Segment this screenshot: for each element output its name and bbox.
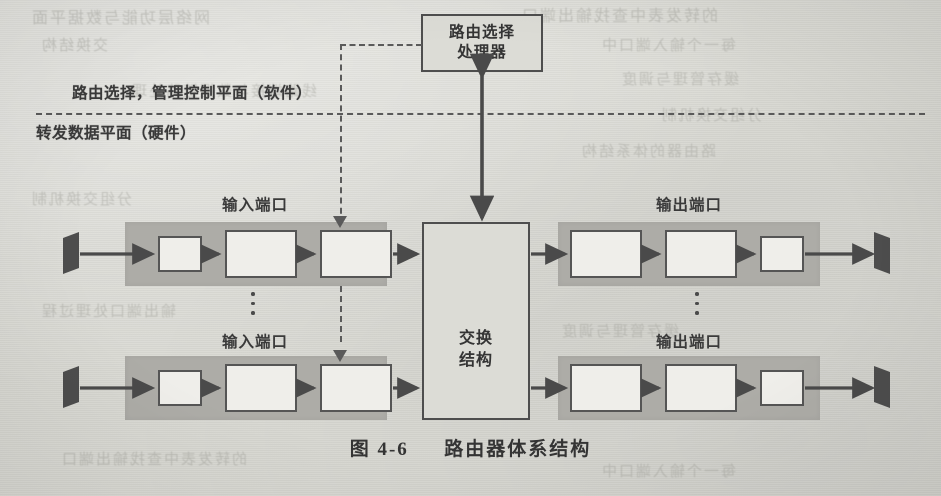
output-datalink-processing-row1[interactable] [665, 230, 737, 278]
control-path-vertical-dashed-row1 [340, 44, 342, 224]
control-path-horizontal-dashed [340, 44, 422, 46]
output-datalink-processing-row2[interactable] [665, 364, 737, 412]
output-ports-label-row1: 输出端口 [655, 197, 722, 214]
output-queueing-row2[interactable] [570, 364, 642, 412]
output-line-termination-row2[interactable] [760, 370, 804, 406]
input-datalink-processing-row2[interactable] [225, 364, 297, 412]
data-plane-label: 转发数据平面（硬件） [36, 125, 197, 142]
input-rows-ellipsis [251, 292, 255, 315]
input-line-termination-row1[interactable] [158, 236, 202, 272]
ghost-text: 每一个输入端口中 [600, 36, 737, 54]
ghost-text: 缓存管理与调度 [620, 70, 740, 88]
plane-divider-dashed-line [36, 113, 925, 115]
routing-processor-label-line1: 路由选择 [448, 23, 515, 41]
external-link-connector-right-row1 [874, 232, 890, 274]
external-link-connector-left-row2 [63, 366, 79, 408]
ghost-text: 每一个输入端口中 [600, 462, 737, 480]
routing-processor-box[interactable]: 路由选择 处理器 [421, 14, 543, 72]
control-path-vertical-dashed-row2 [340, 286, 342, 342]
routing-processor-label: 路由选择 处理器 [449, 23, 515, 64]
control-plane-label: 路由选择，管理控制平面（软件） [72, 85, 313, 102]
switching-fabric-box[interactable]: 交换 结构 [422, 222, 530, 420]
ghost-text: 路由器的体系结构 [580, 142, 717, 160]
figure-caption: 图 4-6 路由器体系结构 [0, 434, 941, 461]
output-line-termination-row1[interactable] [760, 236, 804, 272]
input-lookup-forwarding-row2[interactable] [320, 364, 392, 412]
switching-fabric-label: 交换 结构 [459, 328, 493, 371]
input-datalink-processing-row1[interactable] [225, 230, 297, 278]
external-link-connector-left-row1 [63, 232, 79, 274]
external-link-connector-right-row2 [874, 366, 890, 408]
ghost-text: 交换结构 [40, 36, 109, 54]
ghost-text: 分组交换机制 [30, 190, 133, 208]
input-lookup-forwarding-row1[interactable] [320, 230, 392, 278]
input-ports-label-row2: 输入端口 [221, 334, 288, 351]
output-queueing-row1[interactable] [570, 230, 642, 278]
ghost-text: 网络层功能与数据平面 [30, 8, 211, 27]
switching-fabric-label-line2: 结构 [458, 352, 493, 369]
input-line-termination-row2[interactable] [158, 370, 202, 406]
input-ports-label-row1: 输入端口 [221, 197, 288, 214]
figure-caption-title: 路由器体系结构 [444, 439, 592, 460]
output-rows-ellipsis [695, 292, 699, 315]
switching-fabric-label-line1: 交换 [458, 330, 493, 348]
output-ports-label-row2: 输出端口 [655, 334, 722, 351]
ghost-text: 的转发表中查找输出端口 [520, 6, 719, 25]
figure-caption-number: 图 4-6 [349, 439, 409, 460]
ghost-text: 输出端口处理过程 [40, 302, 177, 320]
routing-processor-label-line2: 处理器 [457, 44, 507, 61]
